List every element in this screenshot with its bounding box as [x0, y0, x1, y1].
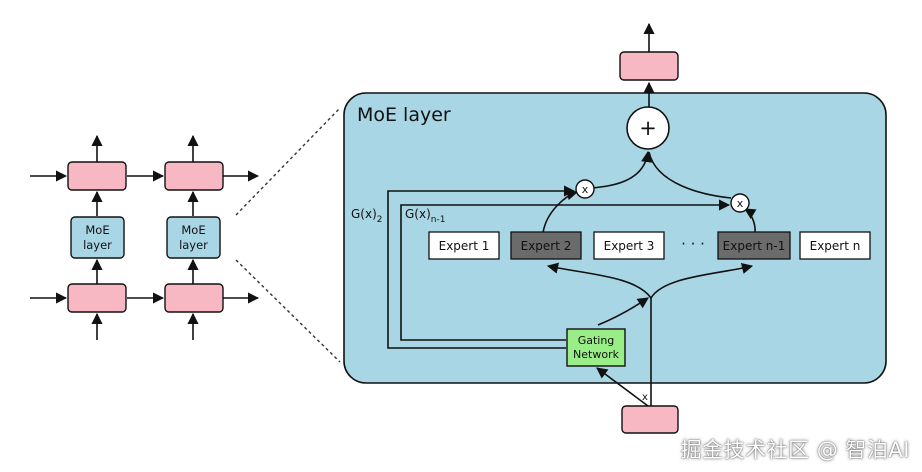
multiply-node-1: [575, 179, 595, 199]
gating-line1: Gating: [578, 334, 615, 347]
multiply-symbol-2: x: [737, 197, 744, 210]
gate-label-1: G(x)2: [351, 207, 383, 225]
multiply-symbol-1: x: [582, 183, 589, 196]
output-block: [619, 51, 679, 81]
expert-1-label: Expert 1: [439, 239, 490, 253]
expert-n-1-label: Expert n-1: [723, 239, 786, 253]
small-moe-layer-right: [166, 216, 221, 259]
expert-2-label: Expert 2: [521, 239, 572, 253]
expert-3-box: [593, 231, 665, 260]
gating-line2: Network: [573, 348, 620, 361]
expert-n-box: [799, 231, 871, 260]
small-moe-layer-left: [70, 216, 125, 259]
input-block: [621, 405, 679, 434]
small-moe-left-line2: layer: [83, 238, 112, 252]
small-moe-left-line1: MoE: [85, 223, 109, 237]
expert-n-1-box: [717, 231, 791, 260]
left-bottom-block-1: [67, 283, 127, 313]
left-top-block-1: [67, 161, 127, 191]
small-moe-right-line2: layer: [179, 238, 208, 252]
input-x-label: x: [642, 392, 648, 403]
left-top-block-2: [164, 161, 224, 191]
gating-network: [566, 328, 626, 367]
expert-3-label: Expert 3: [604, 239, 655, 253]
small-moe-right-line1: MoE: [181, 223, 205, 237]
expert-n-label: Expert n: [810, 239, 861, 253]
left-bottom-block-2: [164, 283, 224, 313]
experts-ellipsis: · · ·: [681, 235, 705, 253]
multiply-node-2: [730, 193, 750, 213]
zoom-line-top: [235, 107, 341, 216]
expert-2-box: [510, 231, 582, 260]
moe-panel-title: MoE layer: [357, 104, 451, 126]
gate-label-2: G(x)n-1: [405, 207, 445, 225]
zoom-line-bottom: [235, 259, 341, 363]
experts-row: Expert 1 Expert 2 Expert 3 · · · Expert …: [428, 231, 871, 260]
sum-node: [626, 106, 670, 150]
left-network: [30, 134, 260, 340]
expert-1-box: [428, 231, 500, 260]
watermark: 掘金技术社区 @ 智泊AI: [680, 438, 910, 462]
plus-symbol: +: [639, 116, 657, 140]
